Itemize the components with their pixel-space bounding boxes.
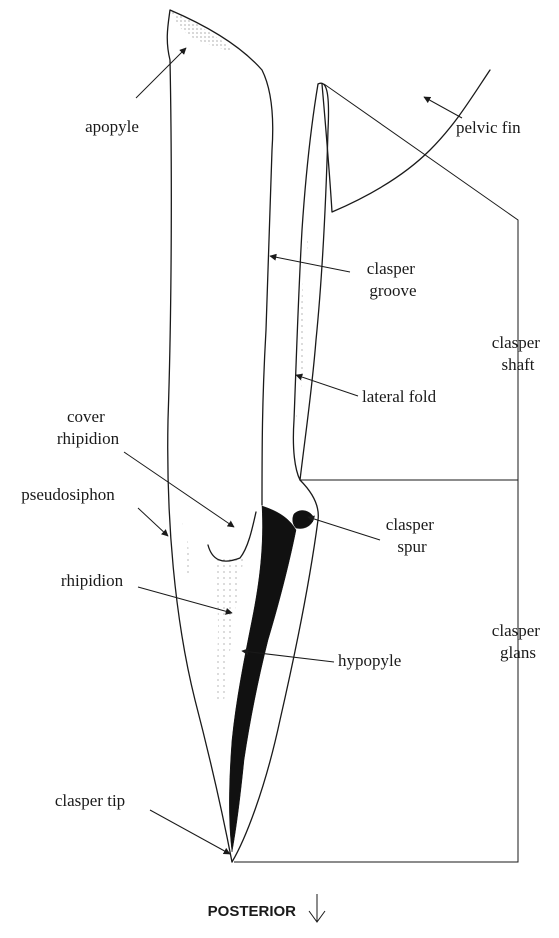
rhipidion-stipple bbox=[214, 556, 244, 700]
pelvic-fin-pointer bbox=[424, 97, 462, 118]
label-clasper-tip: clasper tip bbox=[55, 791, 125, 810]
label-pseudosiphon: pseudosiphon bbox=[21, 485, 115, 504]
label-cover-rhipidion: cover rhipidion bbox=[57, 407, 120, 448]
apopyle-pointer bbox=[136, 48, 186, 98]
pseudosiphon-pointer bbox=[138, 508, 168, 536]
lateral-fold-outline bbox=[293, 83, 328, 480]
cover-rhipidion-outline bbox=[208, 512, 256, 561]
label-clasper-spur: clasper spur bbox=[386, 515, 438, 556]
region-brackets bbox=[234, 84, 518, 862]
label-hypopyle: hypopyle bbox=[338, 651, 401, 670]
cover-rhipidion-pointer bbox=[124, 452, 234, 527]
pseudosiphon-stipple bbox=[182, 520, 190, 575]
label-lateral-fold: lateral fold bbox=[362, 387, 437, 406]
clasper-tip-pointer bbox=[150, 810, 230, 854]
label-rhipidion: rhipidion bbox=[61, 571, 124, 590]
clasper-spur-pointer bbox=[308, 517, 380, 540]
lateral-fold-pointer bbox=[296, 375, 358, 396]
clasper-spur-shape bbox=[293, 511, 314, 529]
label-pelvic-fin: pelvic fin bbox=[456, 118, 521, 137]
orientation-indicator: POSTERIOR bbox=[208, 894, 325, 922]
clasper-outline bbox=[167, 10, 272, 862]
label-apopyle: apopyle bbox=[85, 117, 139, 136]
label-clasper-groove: clasper groove bbox=[367, 259, 419, 300]
down-arrow-icon bbox=[309, 894, 325, 922]
pointer-arrows bbox=[124, 48, 462, 854]
posterior-label: POSTERIOR bbox=[208, 903, 297, 920]
clasper-drawing bbox=[167, 10, 490, 862]
clasper-groove-pointer bbox=[270, 256, 350, 272]
apopyle-stipple bbox=[172, 12, 235, 52]
